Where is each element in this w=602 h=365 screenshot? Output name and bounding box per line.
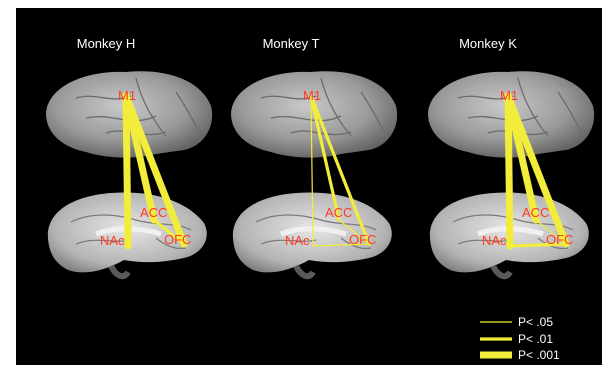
region-label-nac: NAc xyxy=(100,233,125,248)
panel-title: Monkey K xyxy=(459,36,517,51)
legend: P< .05 P< .01 P< .001 xyxy=(480,315,560,362)
region-label-nac: NAc xyxy=(482,233,507,248)
legend-label: P< .05 xyxy=(518,315,553,329)
legend-item-p001: P< .001 xyxy=(480,348,560,362)
region-label-ofc: OFC xyxy=(349,232,376,247)
legend-item-p05: P< .05 xyxy=(480,315,553,329)
region-label-acc: ACC xyxy=(325,205,352,220)
region-label-m1: M1 xyxy=(500,88,518,103)
panel-monkey-h: Monkey H M1 ACC NAc OFC xyxy=(46,36,212,276)
connectivity-figure: Monkey H M1 ACC NAc OFC Monkey T xyxy=(16,8,602,365)
legend-item-p01: P< .01 xyxy=(480,332,553,346)
region-label-acc: ACC xyxy=(140,205,167,220)
legend-label: P< .01 xyxy=(518,332,553,346)
region-label-nac: NAc xyxy=(285,233,310,248)
region-label-m1: M1 xyxy=(118,88,136,103)
figure-canvas: Monkey H M1 ACC NAc OFC Monkey T xyxy=(16,8,602,365)
region-label-ofc: OFC xyxy=(546,232,573,247)
panel-title: Monkey T xyxy=(263,36,320,51)
region-label-acc: ACC xyxy=(522,205,549,220)
panel-monkey-t: Monkey T M1 ACC NAc OFC xyxy=(231,36,397,276)
panel-monkey-k: Monkey K M1 ACC NAc OFC xyxy=(428,36,594,276)
region-label-m1: M1 xyxy=(303,88,321,103)
legend-label: P< .001 xyxy=(518,348,560,362)
region-label-ofc: OFC xyxy=(164,232,191,247)
panel-title: Monkey H xyxy=(77,36,136,51)
